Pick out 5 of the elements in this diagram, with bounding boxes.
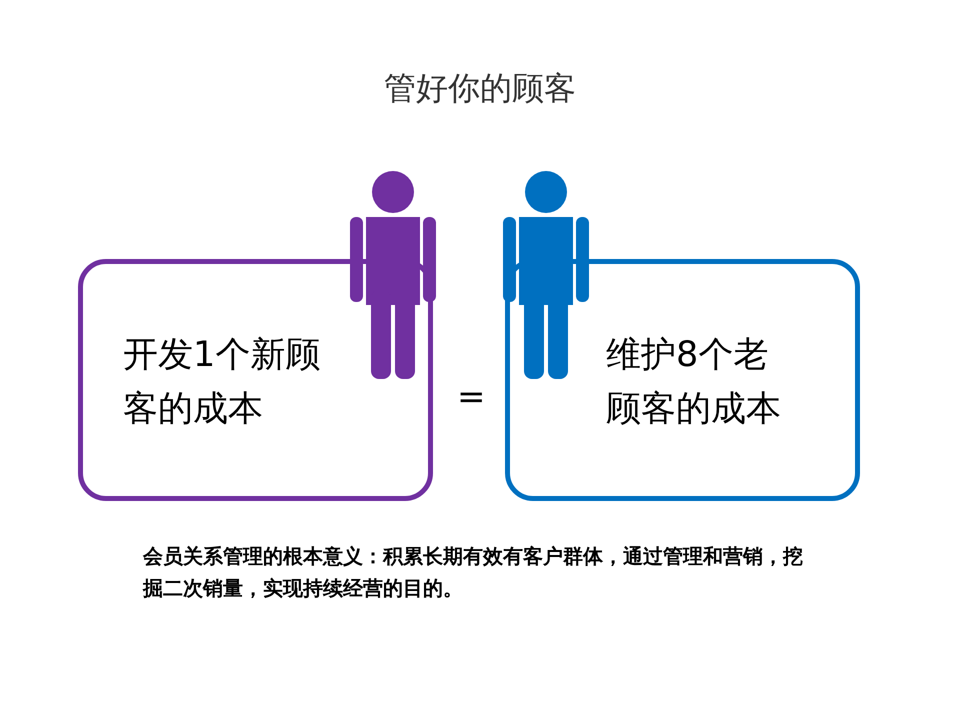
title: 管好你的顾客 [384, 68, 576, 109]
equals-sign: = [457, 376, 486, 419]
note-text: 会员关系管理的根本意义：积累长期有效有客户群体，通过管理和营销，挖掘二次销量，实现持续经营的目的。 [143, 543, 803, 602]
box-text: 维护8个老顾客的成本 [606, 334, 782, 431]
box-text: 开发1个新顾客的成本 [123, 334, 322, 431]
